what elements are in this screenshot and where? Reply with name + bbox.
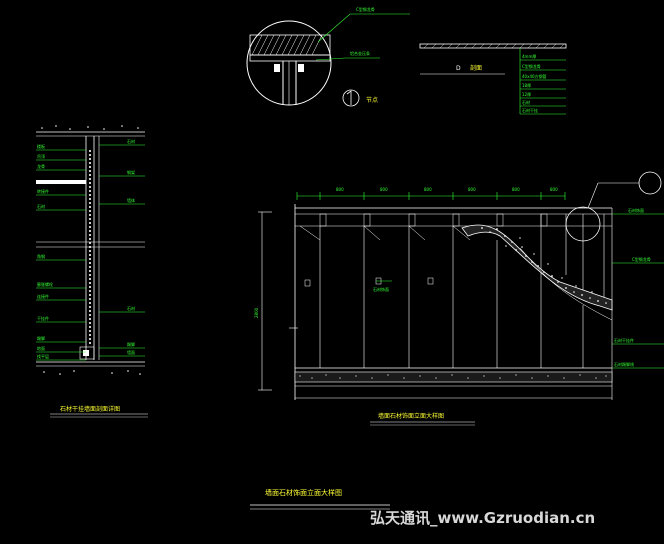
detail-caption: 节点 (366, 96, 378, 104)
section-label-left: 地面 (37, 345, 45, 351)
section-label-left: 踢脚 (37, 335, 45, 341)
section-label-right: 石材 (127, 305, 135, 311)
detail-top-label: C型钢龙骨 (356, 6, 375, 12)
elevation-callout: C型钢龙骨 (632, 256, 651, 262)
legend-item: 12厚 (522, 92, 531, 97)
detail-circle: C型钢龙骨 铝合金压条 节点 (246, 6, 410, 107)
legend-item: 4mm厚 (522, 54, 536, 59)
watermark: 弘天通讯_www.Gzruodian.cn (370, 509, 595, 527)
legend-item: 18厚 (522, 83, 531, 88)
legend-caption: 剖面 (470, 64, 482, 72)
section-label-left: 龙骨 (37, 163, 45, 169)
section-label-right: 墙面 (127, 349, 135, 355)
main-title-block: 墙面石材饰面立面大样图 (250, 488, 390, 510)
legend: 4mm厚 C型钢龙骨 40x40方钢管 18厚 12厚 石材 石材干挂 D 剖面 (419, 43, 567, 115)
dim-label: 800 (550, 187, 558, 192)
left-section: 楼板 吊顶 龙骨 转接件 石材 角钢 膨胀螺栓 连接件 干挂件 踢脚 地面 找平… (36, 125, 148, 418)
legend-item: 石材干挂 (522, 107, 538, 113)
section-label-left: 吊顶 (37, 154, 45, 159)
legend-axis: D (456, 65, 461, 72)
section-label-right: 钢架 (127, 169, 135, 175)
elevation-callout: 石材饰面 (628, 207, 644, 213)
dim-label: 800 (424, 187, 432, 192)
dim-label: 800 (380, 187, 388, 192)
main-title: 墙面石材饰面立面大样图 (265, 488, 342, 497)
legend-item: C型钢龙骨 (522, 63, 541, 69)
section-label-left: 膨胀螺栓 (37, 281, 53, 287)
section-label-left: 干挂件 (37, 315, 49, 321)
elevation-callout: 石材干挂件 (614, 337, 634, 343)
detail-mid-label: 铝合金压条 (350, 50, 370, 56)
section-label-right: 石材 (127, 138, 135, 144)
section-label-left: 转接件 (37, 188, 49, 194)
dim-label: 800 (512, 187, 520, 192)
elevation-caption: 墙面石材饰面立面大样图 (378, 412, 444, 420)
section-label-left: 石材 (37, 203, 45, 209)
elevation-callout: 石材踢脚线 (614, 361, 634, 367)
section-label-right: 墙体 (127, 197, 135, 203)
left-section-caption: 石材干挂墙面剖面详图 (60, 405, 120, 413)
dim-label: 800 (336, 187, 344, 192)
elevation-center-note: 石材饰面 (373, 286, 389, 292)
section-label-left: 角钢 (37, 253, 45, 259)
legend-item: 石材 (522, 99, 530, 105)
section-label-right: 踢脚 (127, 341, 135, 347)
section-label-left: 连接件 (37, 293, 49, 299)
section-label-left: 找平层 (37, 353, 49, 359)
elevation: 800 800 800 800 800 800 (254, 171, 664, 426)
dim-label: 800 (468, 187, 476, 192)
legend-item: 40x40方钢管 (522, 73, 547, 79)
section-label-left: 楼板 (37, 143, 45, 149)
height-dim-label: 2800 (254, 307, 259, 318)
